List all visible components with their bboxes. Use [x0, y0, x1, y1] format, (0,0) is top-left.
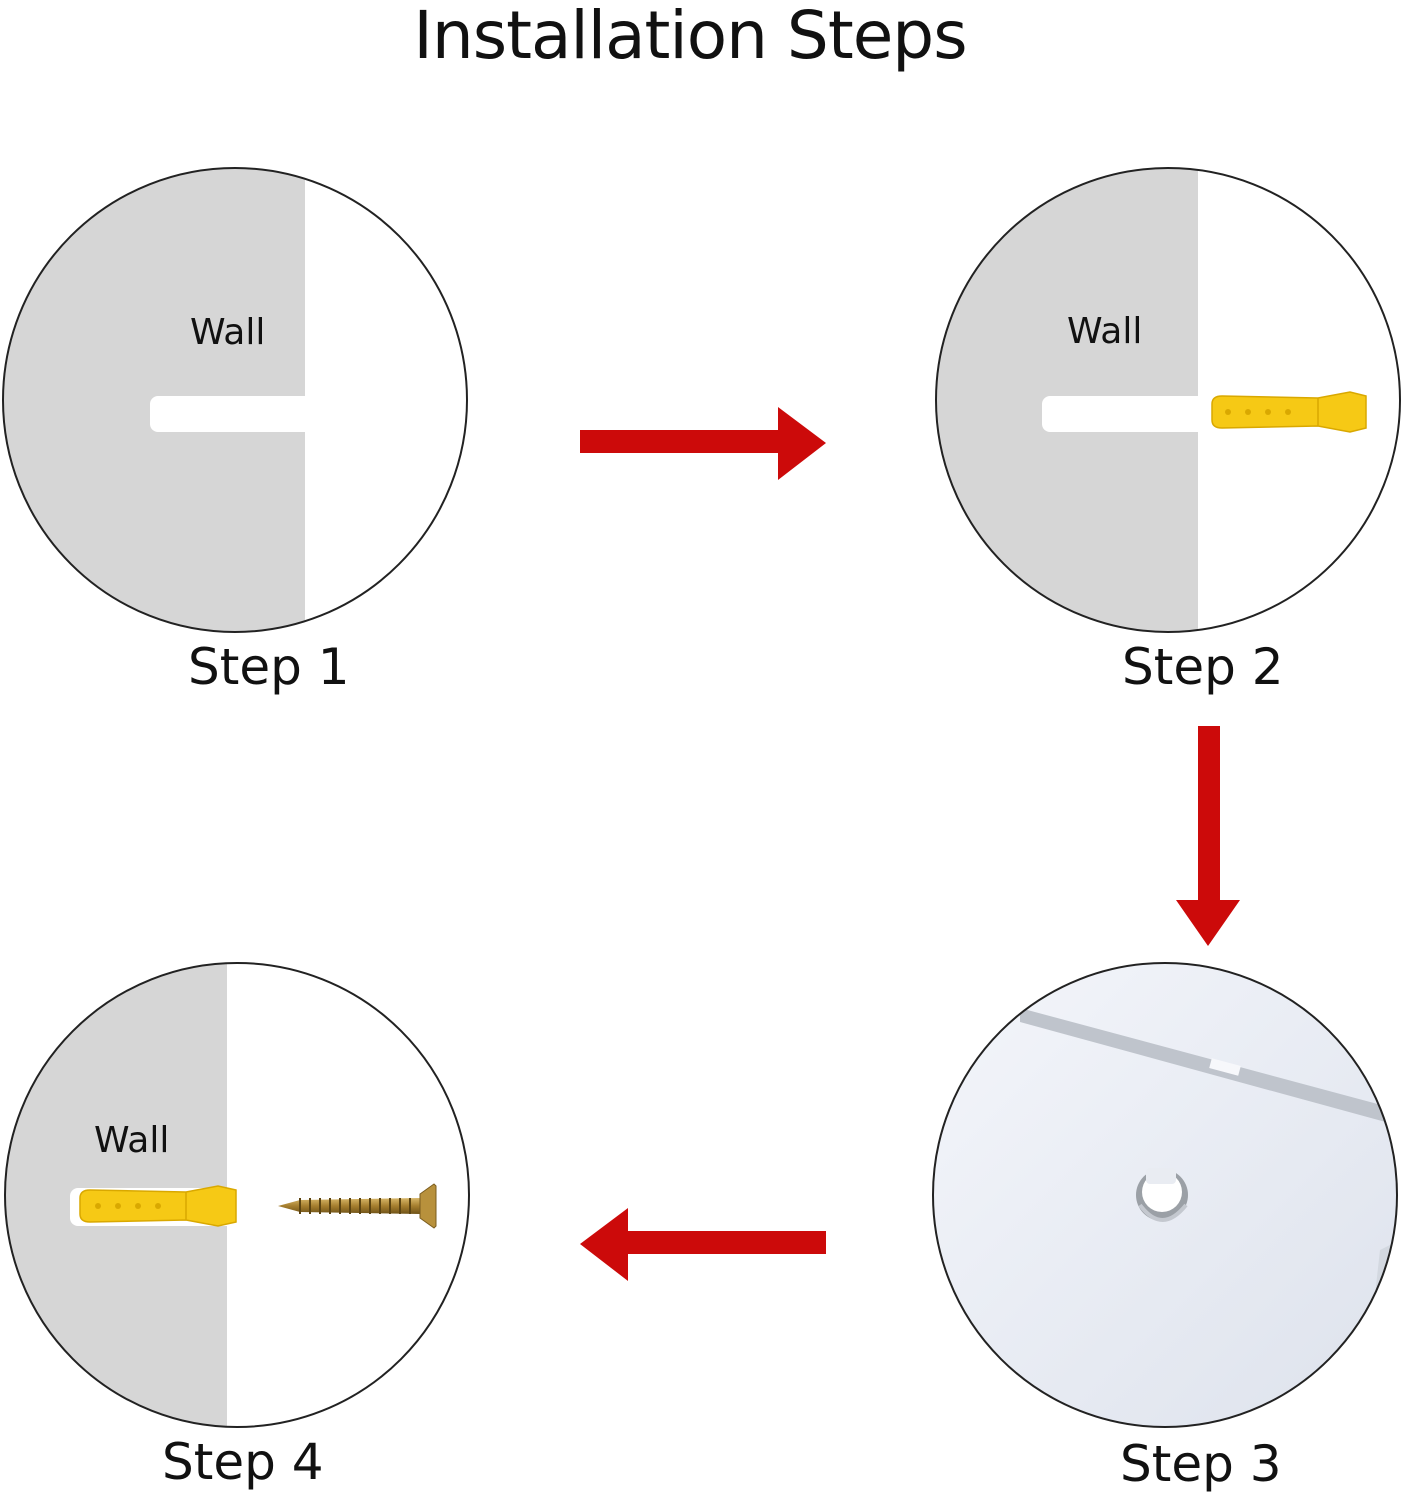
step-4-label: Step 4	[162, 1433, 324, 1491]
keyhole-icon	[1136, 1168, 1188, 1222]
page-title: Installation Steps	[413, 0, 967, 74]
step-3-circle	[932, 962, 1398, 1428]
wall-anchor-icon	[1211, 391, 1367, 433]
arrow-left-icon	[580, 1208, 826, 1281]
arrow-down-icon	[1176, 726, 1240, 946]
drill-hole	[150, 396, 320, 432]
step-4-circle: Wall	[4, 962, 470, 1428]
screw-icon	[278, 1183, 437, 1229]
step-3-label: Step 3	[1120, 1435, 1282, 1493]
wall-anchor-icon	[79, 1185, 237, 1227]
drill-hole	[1042, 396, 1212, 432]
arrow-right-icon	[580, 407, 826, 480]
wall-label: Wall	[1067, 311, 1142, 352]
step-1-circle: Wall	[2, 167, 468, 633]
step-1-label: Step 1	[188, 638, 350, 696]
wall-label: Wall	[94, 1120, 169, 1161]
wall-label: Wall	[190, 312, 265, 353]
step-2-circle: Wall	[935, 167, 1401, 633]
step-2-label: Step 2	[1122, 638, 1284, 696]
